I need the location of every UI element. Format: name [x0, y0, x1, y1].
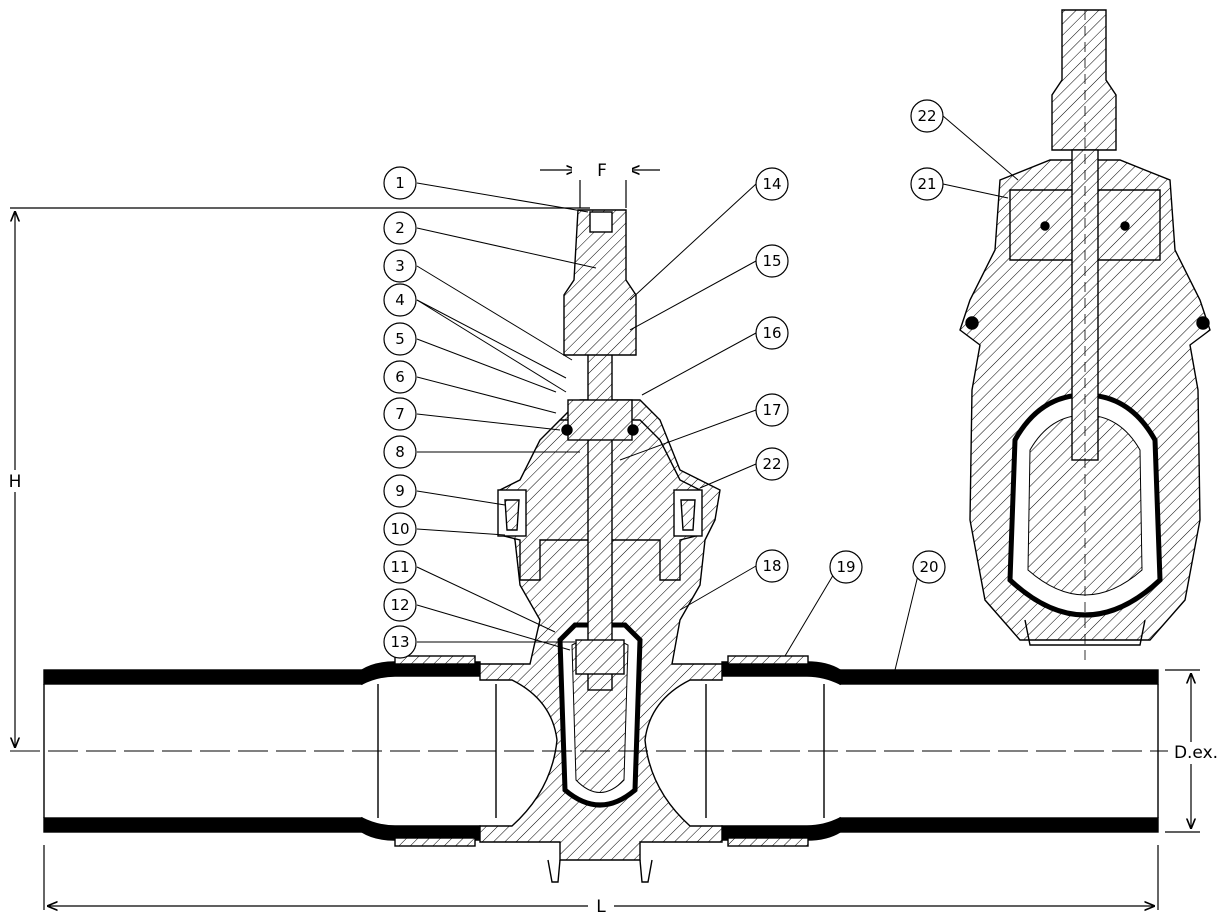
callout-bubbles: 1 2 3 4 5 6 7 8 9 10 11 12 13 14 15 16 1… — [383, 99, 946, 659]
callout-4-label: 4 — [395, 291, 405, 309]
callout-16-label: 16 — [762, 324, 781, 342]
callout-12-label: 12 — [390, 596, 409, 614]
callout-12: 12 — [383, 588, 417, 622]
callout-7-label: 7 — [395, 405, 405, 423]
callout-10-label: 10 — [390, 520, 409, 538]
pipe-left — [43, 661, 481, 841]
callout-6: 6 — [383, 360, 417, 394]
callout-18: 18 — [755, 549, 789, 583]
side-valve-section — [959, 9, 1211, 660]
dim-h-label: H — [9, 472, 22, 492]
callout-20: 20 — [912, 550, 946, 584]
callout-2-label: 2 — [395, 219, 405, 237]
callout-22b: 22 — [910, 99, 944, 133]
leader-lines — [416, 115, 1019, 671]
callout-14: 14 — [755, 167, 789, 201]
callout-9: 9 — [383, 474, 417, 508]
callout-22a: 22 — [755, 447, 789, 481]
callout-21: 21 — [910, 167, 944, 201]
dim-dex-label: D.ex. — [1174, 743, 1218, 763]
side-cap-top — [1051, 9, 1117, 151]
callout-8-label: 8 — [395, 443, 405, 461]
spigot-inserts — [394, 655, 809, 847]
callout-8: 8 — [383, 435, 417, 469]
callout-15: 15 — [755, 244, 789, 278]
callout-16: 16 — [755, 316, 789, 350]
callout-11-label: 11 — [390, 558, 409, 576]
callout-3-label: 3 — [395, 257, 405, 275]
callout-5-label: 5 — [395, 330, 405, 348]
callout-17: 17 — [755, 393, 789, 427]
callout-15-label: 15 — [762, 252, 781, 270]
callout-19: 19 — [829, 550, 863, 584]
callout-11: 11 — [383, 550, 417, 584]
callout-14-label: 14 — [762, 175, 781, 193]
callout-3: 3 — [383, 249, 417, 283]
callout-10: 10 — [383, 512, 417, 546]
callout-7: 7 — [383, 397, 417, 431]
callout-17-label: 17 — [762, 401, 781, 419]
callout-19-label: 19 — [836, 558, 855, 576]
dim-l-label: L — [596, 897, 606, 917]
main-valve-section — [43, 209, 1159, 883]
callout-5: 5 — [383, 322, 417, 356]
callout-1-label: 1 — [395, 174, 405, 192]
callout-22b-label: 22 — [917, 107, 936, 125]
callout-13: 13 — [383, 625, 417, 659]
callout-2: 2 — [383, 211, 417, 245]
callout-1: 1 — [383, 166, 417, 200]
callout-6-label: 6 — [395, 368, 405, 386]
callout-20-label: 20 — [919, 558, 938, 576]
callout-22a-label: 22 — [762, 455, 781, 473]
callout-4: 4 — [383, 283, 417, 317]
cap-top — [563, 209, 637, 356]
callout-13-label: 13 — [390, 633, 409, 651]
callout-21-label: 21 — [917, 175, 936, 193]
stem — [587, 329, 613, 691]
callout-18-label: 18 — [762, 557, 781, 575]
callout-9-label: 9 — [395, 482, 405, 500]
dim-f-label: F — [597, 161, 607, 181]
